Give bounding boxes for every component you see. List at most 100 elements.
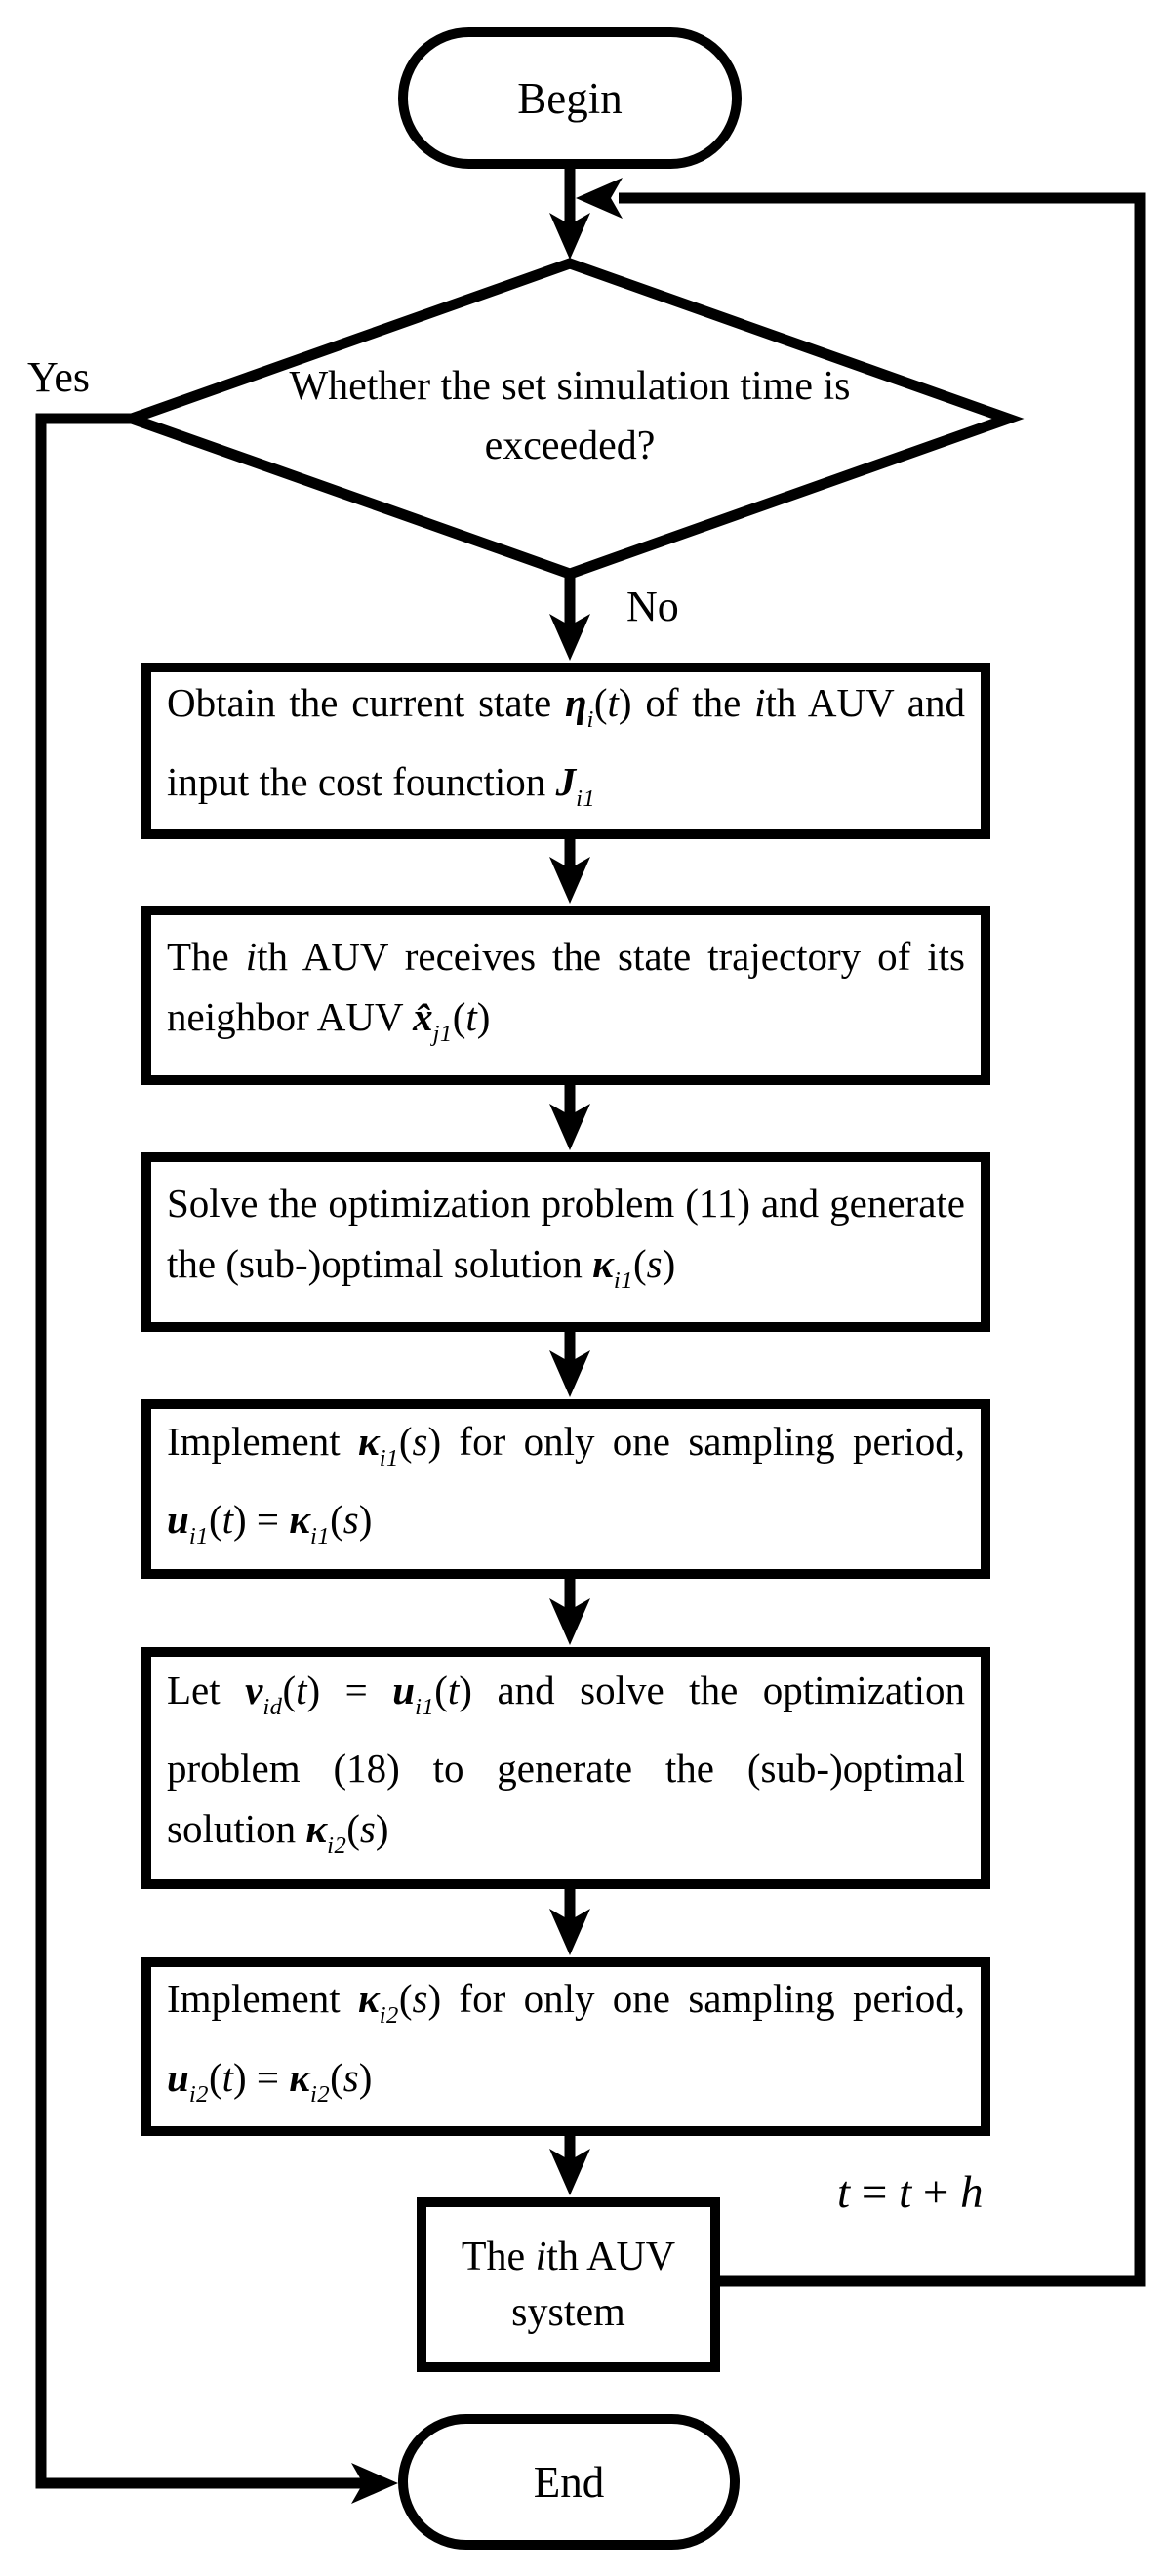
text-segment: + <box>911 2167 961 2218</box>
text-segment: Let <box>167 1667 246 1712</box>
text-segment: u <box>167 2054 189 2100</box>
text-segment: th AUV system <box>511 2234 676 2335</box>
text-segment: ) <box>358 2054 373 2100</box>
yes-edge-label: Yes <box>27 353 91 401</box>
text-segment: ( <box>633 1240 647 1286</box>
text-segment: ( <box>208 2054 222 2100</box>
text-segment: s <box>359 1806 376 1851</box>
text-segment: ( <box>330 2054 343 2100</box>
text-segment: ( <box>208 1497 222 1542</box>
process-receive-trajectory: The ith AUV receives the state trajector… <box>141 906 990 1085</box>
text-segment: ( <box>330 1497 343 1542</box>
text-segment: ) and solve the optimization problem (18… <box>167 1667 965 1851</box>
text-segment: The <box>461 2234 536 2279</box>
arrowhead-into-box4 <box>549 1350 590 1397</box>
process-implement-k1-text: Implement κi1(s) for only one sampling p… <box>151 1411 981 1567</box>
edge-loopback <box>619 192 1146 2287</box>
text-segment: s <box>412 1418 428 1464</box>
text-segment: s <box>646 1240 663 1286</box>
text-segment: Solve the optimization problem (11) and … <box>167 1180 965 1286</box>
arrowhead-into-box3 <box>549 1104 590 1150</box>
arrowhead-into-box6 <box>549 1909 590 1955</box>
arrowhead-into-end <box>351 2463 398 2504</box>
process-implement-k2-text: Implement κi2(s) for only one sampling p… <box>151 1968 981 2124</box>
text-segment: i1 <box>188 1523 209 1550</box>
text-segment: η <box>565 680 587 726</box>
end-terminal: End <box>398 2414 740 2550</box>
text-segment: Obtain the current state <box>167 680 565 726</box>
text-segment: u <box>392 1667 416 1712</box>
text-segment: i1 <box>415 1694 435 1720</box>
process-solve-problem-18-text: Let vid(t) = ui1(t) and solve the optimi… <box>151 1660 981 1876</box>
text-segment: ( <box>282 1667 297 1712</box>
process-solve-problem-11-text: Solve the optimization problem (11) and … <box>151 1173 981 1311</box>
arrowhead-loopback-left <box>576 178 623 219</box>
text-segment: i <box>586 706 594 734</box>
text-segment: t <box>296 1667 307 1712</box>
text-segment: ( <box>398 1976 413 2022</box>
text-segment: u <box>167 1497 189 1542</box>
edge-yes <box>35 413 375 2489</box>
text-segment: κ <box>305 1806 328 1851</box>
text-segment: id <box>262 1694 283 1720</box>
text-segment: t <box>837 2167 851 2218</box>
text-segment: i1 <box>379 1445 399 1471</box>
text-segment: ( <box>346 1806 360 1851</box>
begin-label: Begin <box>517 73 623 123</box>
text-segment: i <box>535 2234 547 2279</box>
text-segment: ) for only one sampling period, <box>427 1976 965 2022</box>
text-segment: i1 <box>310 1523 331 1550</box>
text-segment: i <box>245 933 258 979</box>
text-segment: ( <box>593 680 608 726</box>
text-segment: ) <box>662 1240 676 1286</box>
text-segment: κ <box>289 2054 311 2100</box>
end-label: End <box>533 2457 605 2507</box>
text-segment: t <box>899 2167 912 2218</box>
text-segment: i2 <box>379 2002 399 2030</box>
text-segment: κ <box>357 1418 380 1464</box>
process-obtain-state-text: Obtain the current state ηi(t) of the it… <box>151 672 981 828</box>
text-segment: v <box>245 1667 263 1712</box>
text-segment: i1 <box>576 785 596 812</box>
text-segment: κ <box>357 1976 380 2022</box>
text-segment: s <box>342 2054 359 2100</box>
text-segment: i2 <box>327 1832 347 1860</box>
text-segment: ( <box>452 993 466 1039</box>
text-segment: h <box>960 2167 984 2218</box>
text-segment: κ <box>592 1240 614 1286</box>
text-segment: t <box>221 2054 233 2100</box>
text-segment: κ <box>289 1497 311 1542</box>
text-segment: x̂ <box>413 993 433 1039</box>
arrowhead-into-box5 <box>549 1598 590 1645</box>
text-segment: ( <box>398 1418 413 1464</box>
process-implement-k1: Implement κi1(s) for only one sampling p… <box>141 1399 990 1579</box>
text-segment: s <box>342 1497 359 1542</box>
text-segment: t <box>221 1497 233 1542</box>
text-segment: th AUV and input the cost founction <box>167 680 965 804</box>
text-segment: Implement <box>167 1976 358 2022</box>
process-implement-k2: Implement κi2(s) for only one sampling p… <box>141 1957 990 2136</box>
text-segment: ) = <box>306 1667 393 1712</box>
begin-terminal: Begin <box>398 27 742 169</box>
arrowhead-into-auvbox <box>549 2149 590 2195</box>
text-segment: t <box>465 993 477 1039</box>
arrowhead-into-decision <box>549 213 590 260</box>
arrowhead-into-box2 <box>549 857 590 904</box>
text-segment: ) = <box>233 2054 290 2100</box>
decision-line1: Whether the set simulation time is <box>289 364 851 409</box>
auv-system-box-text: The ith AUV system <box>426 2230 710 2341</box>
text-segment: ) <box>476 993 491 1039</box>
text-segment: th AUV receives the state trajectory of … <box>167 933 965 1039</box>
text-segment: i2 <box>310 2080 331 2108</box>
process-solve-problem-18: Let vid(t) = ui1(t) and solve the optimi… <box>141 1647 990 1889</box>
process-solve-problem-11: Solve the optimization problem (11) and … <box>141 1152 990 1332</box>
text-segment: i <box>754 680 766 726</box>
text-segment: ) = <box>233 1497 290 1542</box>
process-obtain-state: Obtain the current state ηi(t) of the it… <box>141 663 990 839</box>
text-segment: i1 <box>613 1268 634 1295</box>
text-segment: ) <box>358 1497 373 1542</box>
text-segment: ) <box>375 1806 389 1851</box>
text-segment: t <box>447 1667 460 1712</box>
arrowhead-into-box1 <box>549 614 590 661</box>
